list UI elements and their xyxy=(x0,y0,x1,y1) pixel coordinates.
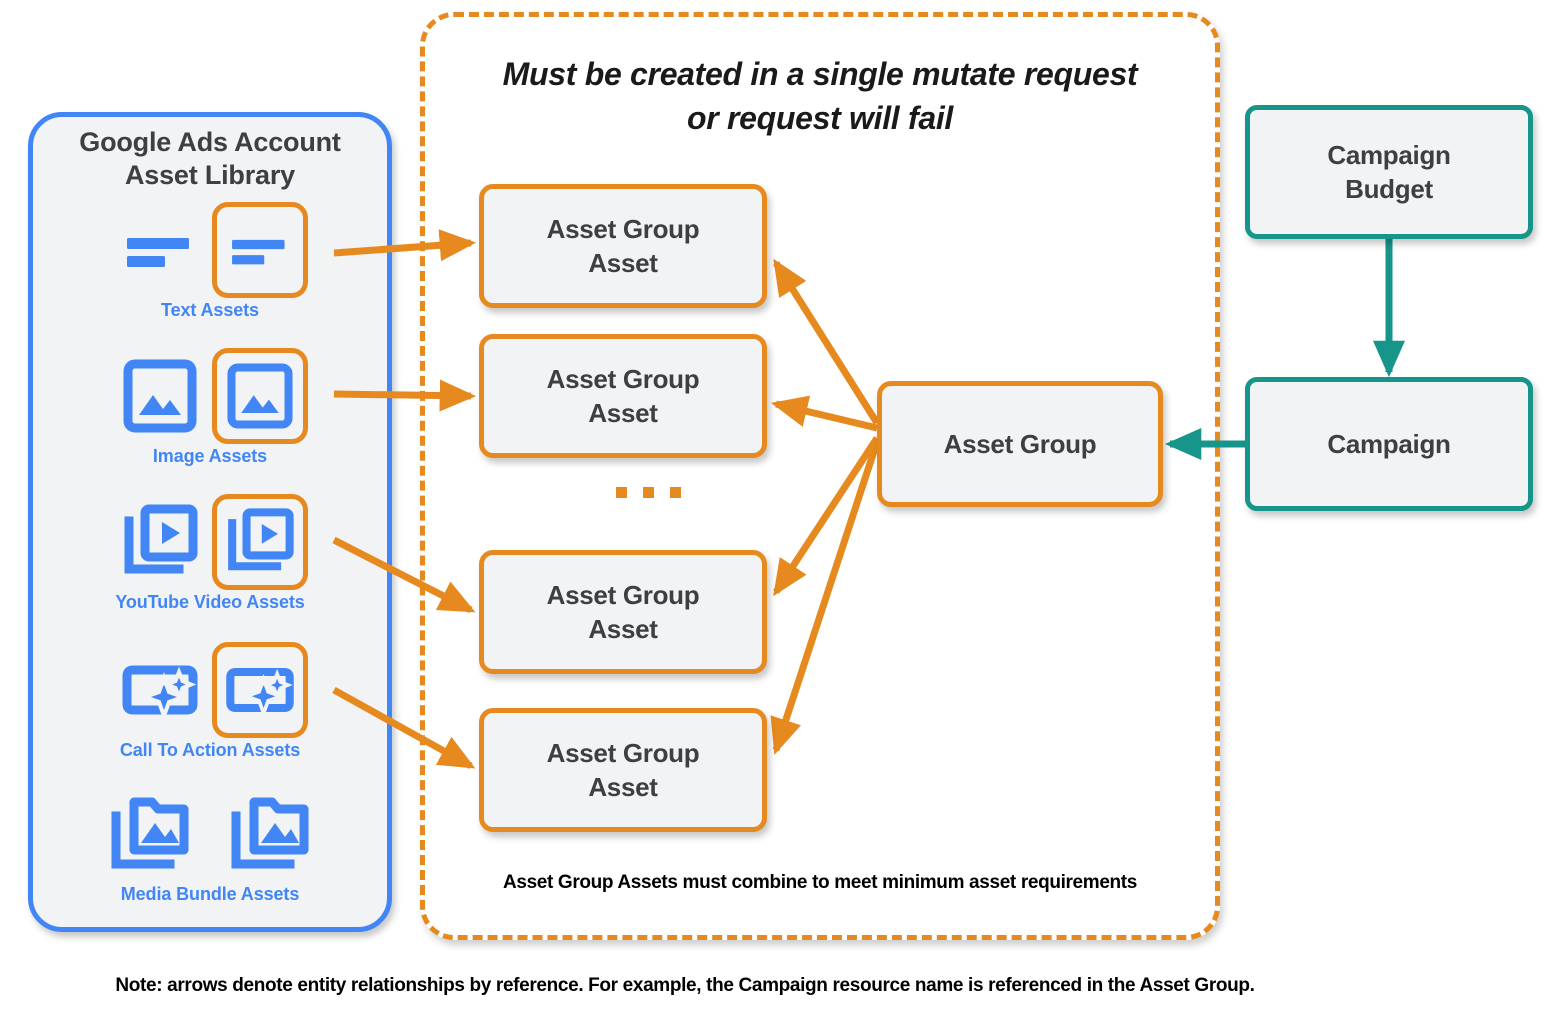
asset-icons-image xyxy=(28,344,392,448)
asset-group-asset-label: Asset Group Asset xyxy=(547,736,700,805)
text-lines-icon-selected[interactable] xyxy=(212,202,308,298)
asset-row-text: Text Assets xyxy=(28,198,392,321)
asset-row-video: YouTube Video Assets xyxy=(28,490,392,613)
mutate-heading: Must be created in a single mutate reque… xyxy=(440,52,1200,140)
asset-label-video: YouTube Video Assets xyxy=(115,592,305,612)
media-bundle-folder-icon xyxy=(102,786,198,882)
call-to-action-sparkle-icon xyxy=(112,642,208,738)
aga-label-line2: Asset xyxy=(588,614,658,644)
campaign-budget-node[interactable]: Campaign Budget xyxy=(1245,105,1533,239)
video-stack-icon-selected[interactable] xyxy=(212,494,308,590)
ellipsis-dot xyxy=(615,487,627,498)
aga-label-line2: Asset xyxy=(588,248,658,278)
image-icon-selected[interactable] xyxy=(212,348,308,444)
campaign-budget-label: Campaign Budget xyxy=(1327,138,1451,207)
asset-label-media-bundle: Media Bundle Assets xyxy=(120,884,300,904)
asset-icons-media-bundle xyxy=(28,782,392,886)
asset-group-asset-label: Asset Group Asset xyxy=(547,212,700,281)
mutate-heading-line2: or request will fail xyxy=(686,100,954,137)
asset-group-asset-node[interactable]: Asset Group Asset xyxy=(479,708,767,832)
aga-label-line2: Asset xyxy=(588,398,658,428)
video-stack-icon xyxy=(112,494,208,590)
asset-group-asset-label: Asset Group Asset xyxy=(547,578,700,647)
ellipsis-dot xyxy=(669,487,681,498)
asset-group-asset-node[interactable]: Asset Group Asset xyxy=(479,334,767,458)
image-icon xyxy=(112,348,208,444)
campaign-node[interactable]: Campaign xyxy=(1245,377,1533,511)
mutate-heading-line1: Must be created in a single mutate reque… xyxy=(502,56,1138,92)
text-lines-icon xyxy=(112,202,208,298)
asset-icons-cta xyxy=(28,638,392,742)
ellipsis-dot xyxy=(642,487,654,498)
asset-group-asset-node[interactable]: Asset Group Asset xyxy=(479,184,767,308)
mutate-footnote: Asset Group Assets must combine to meet … xyxy=(503,872,1137,893)
aga-label-line1: Asset Group xyxy=(546,363,700,394)
aga-label-line2: Asset xyxy=(588,772,658,802)
asset-library-title: Google Ads Account Asset Library xyxy=(28,112,392,192)
asset-library-panel xyxy=(28,112,392,932)
aga-label-line1: Asset Group xyxy=(546,737,700,768)
asset-icons-video xyxy=(28,490,392,594)
asset-group-node[interactable]: Asset Group xyxy=(877,381,1163,507)
campaign-budget-label-line1: Campaign xyxy=(1327,139,1451,170)
asset-group-asset-label: Asset Group Asset xyxy=(547,362,700,431)
asset-row-image: Image Assets xyxy=(28,344,392,467)
asset-label-image: Image Assets xyxy=(152,446,268,466)
campaign-label: Campaign xyxy=(1327,428,1451,459)
asset-icons-text xyxy=(28,198,392,302)
asset-group-asset-node[interactable]: Asset Group Asset xyxy=(479,550,767,674)
campaign-budget-label-line2: Budget xyxy=(1345,174,1433,204)
aga-label-line1: Asset Group xyxy=(546,213,700,244)
call-to-action-sparkle-icon-selected[interactable] xyxy=(212,642,308,738)
asset-label-cta: Call To Action Assets xyxy=(119,740,301,760)
asset-group-label: Asset Group xyxy=(943,428,1097,459)
diagram-note: Note: arrows denote entity relationships… xyxy=(115,975,1255,996)
asset-row-media-bundle: Media Bundle Assets xyxy=(28,782,392,905)
aga-label-line1: Asset Group xyxy=(546,579,700,610)
asset-label-text: Text Assets xyxy=(161,300,259,320)
media-bundle-folder-icon-2 xyxy=(222,786,318,882)
asset-row-cta: Call To Action Assets xyxy=(28,638,392,761)
asset-library-title-line2: Asset Library xyxy=(125,159,295,190)
ellipsis-indicator xyxy=(608,487,688,498)
asset-library-title-line1: Google Ads Account xyxy=(79,127,341,157)
